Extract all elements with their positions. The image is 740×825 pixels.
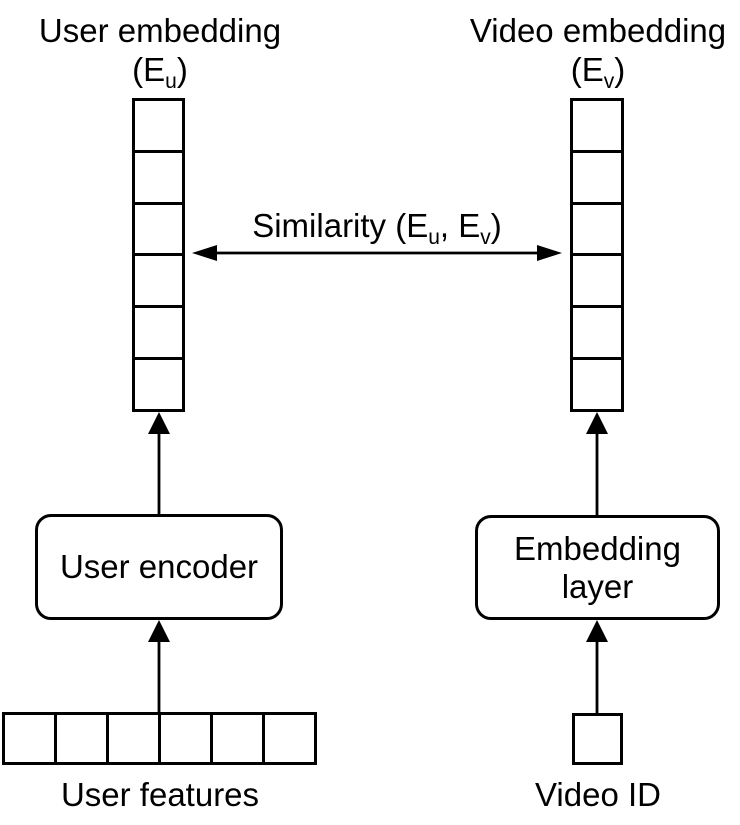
embedding-layer-to-embedding-arrow [586, 412, 608, 515]
embedding-layer-label: Embedding layer [514, 529, 681, 605]
user-embedding-title: User embedding [38, 12, 282, 49]
user-embedding-header: User embedding (Eu) [0, 12, 320, 102]
user-features-to-encoder-arrow [148, 620, 170, 712]
subscript-u: u [165, 70, 177, 93]
vector-cell [135, 357, 182, 409]
subscript-v: v [480, 226, 491, 249]
vector-cell [135, 253, 182, 305]
user-encoder-to-embedding-arrow [148, 412, 170, 514]
subscript-u: u [428, 226, 440, 249]
user-embedding-symbol: (Eu) [132, 51, 188, 93]
vector-cell [135, 149, 182, 202]
vector-cell [210, 715, 262, 762]
video-id-to-embedding-layer-arrow [586, 620, 608, 713]
vector-cell [573, 357, 621, 409]
video-embedding-vector [570, 98, 624, 412]
video-embedding-header: Video embedding (Ev) [438, 12, 740, 102]
vector-cell [573, 149, 621, 202]
similarity-label: Similarity (Eu, Ev) [252, 207, 502, 249]
vector-cell [262, 715, 314, 762]
vector-cell [135, 201, 182, 254]
video-embedding-title: Video embedding [469, 12, 727, 49]
vector-cell [5, 715, 54, 762]
user-encoder-box: User encoder [35, 514, 283, 620]
video-id-box [572, 713, 623, 765]
user-encoder-label: User encoder [59, 548, 259, 585]
vector-cell [54, 715, 106, 762]
video-embedding-symbol: (Ev) [570, 51, 626, 93]
subscript-v: v [603, 70, 615, 93]
vector-cell [573, 253, 621, 305]
vector-cell [106, 715, 158, 762]
user-embedding-vector [132, 98, 185, 412]
embedding-layer-box: Embedding layer [475, 515, 720, 620]
user-features-label: User features [60, 776, 260, 813]
vector-cell [158, 715, 210, 762]
vector-cell [573, 101, 621, 150]
video-id-label: Video ID [535, 776, 661, 813]
user-features-row [2, 712, 317, 765]
vector-cell [135, 101, 182, 150]
vector-cell [135, 305, 182, 357]
vector-cell [573, 305, 621, 357]
vector-cell [573, 201, 621, 254]
vector-cell [575, 716, 620, 762]
